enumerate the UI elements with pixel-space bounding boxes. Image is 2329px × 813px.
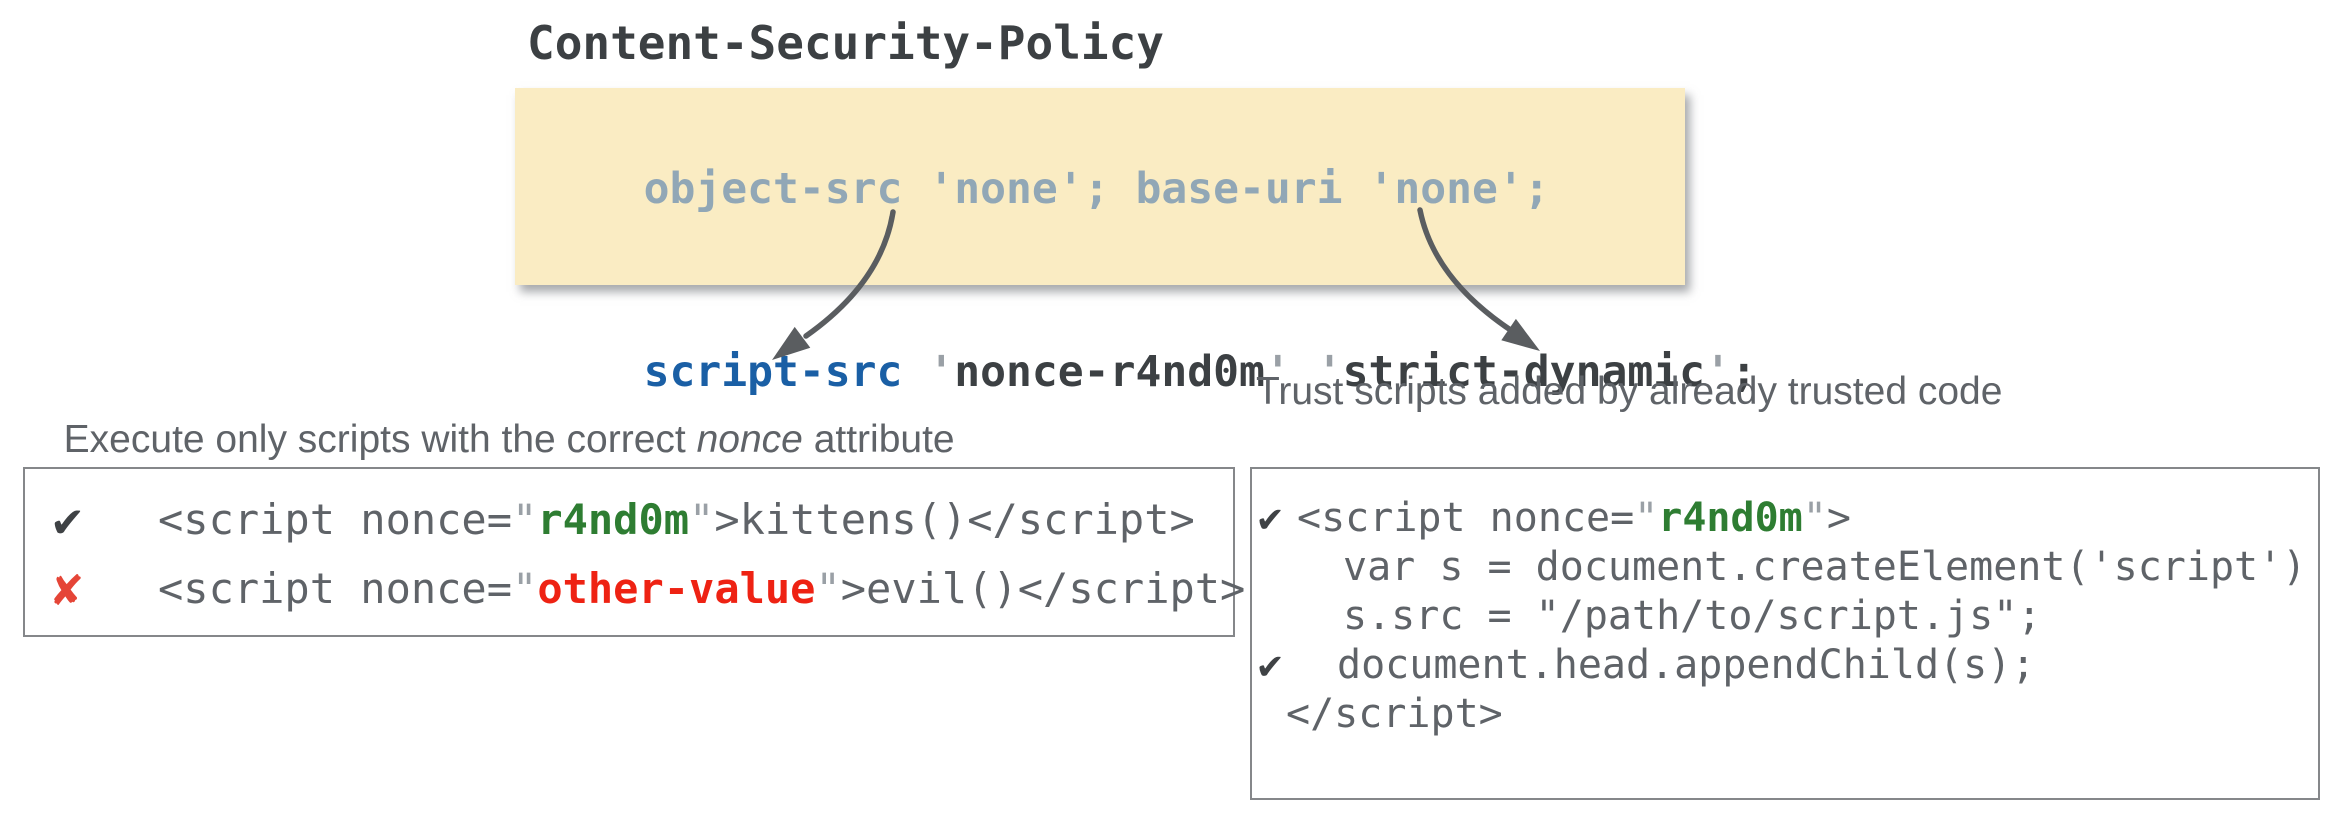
- policy-line-script-src: script-src 'nonce-r4nd0m' 'strict-dynami…: [540, 281, 1757, 464]
- quote-mark: ": [815, 564, 841, 613]
- code-text: s.src = "/path/to/script.js";: [1343, 592, 2042, 639]
- script-close-row: </script>: [1258, 689, 2318, 738]
- quote-mark: ": [689, 495, 715, 544]
- strict-dynamic-value: strict-dynamic: [1342, 347, 1706, 397]
- left-caption-pre: Execute only scripts with the correct: [63, 418, 697, 461]
- left-caption: Execute only scripts with the correct no…: [42, 368, 955, 464]
- quote-mark: ": [1802, 494, 1827, 541]
- muted-directives-text: object-src 'none'; base-uri 'none';: [643, 164, 1550, 214]
- semicolon: ;: [1730, 347, 1757, 397]
- quote-mark: ': [1705, 347, 1731, 397]
- check-icon: ✔: [1258, 494, 1283, 541]
- right-caption: Trust scripts added by already trusted c…: [1256, 370, 2003, 413]
- quote-marks: ' ': [1264, 347, 1343, 397]
- nonce-source-value: nonce-r4nd0m: [954, 347, 1265, 397]
- quote-mark: ': [928, 347, 955, 397]
- strict-dynamic-example-box: ✔<script nonce="r4nd0m"> var s = documen…: [1250, 467, 2320, 800]
- nonce-value-bad: other-value: [537, 564, 816, 613]
- code-text: <script nonce=: [158, 564, 513, 613]
- quote-mark: ": [512, 564, 538, 613]
- cross-icon: ✘: [53, 560, 82, 617]
- nonce-value-good: r4nd0m: [537, 495, 690, 544]
- nonce-example-box: ✔<script nonce="r4nd0m">kittens()</scrip…: [23, 467, 1245, 637]
- code-text: document.head.appendChild(s);: [1337, 641, 2036, 688]
- code-text: <script nonce=: [1297, 494, 1635, 541]
- code-text: </script>: [1286, 690, 1503, 737]
- code-text: >evil()</script>: [840, 564, 1246, 613]
- code-text: >: [1826, 494, 1851, 541]
- check-icon: ✔: [1258, 641, 1283, 688]
- append-child-row: ✔ document.head.appendChild(s);: [1258, 640, 2318, 689]
- code-text: >kittens()</script>: [714, 495, 1195, 544]
- quote-mark: ": [1634, 494, 1659, 541]
- code-text: var s = document.createElement('script'): [1343, 543, 2307, 590]
- quote-mark: ": [512, 495, 538, 544]
- allowed-script-row: ✔<script nonce="r4nd0m">kittens()</scrip…: [53, 485, 1233, 554]
- blocked-script-row: ✘<script nonce="other-value">evil()</scr…: [53, 554, 1245, 623]
- trusted-script-open-row: ✔<script nonce="r4nd0m">: [1258, 493, 2318, 542]
- create-element-row: var s = document.createElement('script'): [1258, 542, 2318, 591]
- left-caption-nonce-italic: nonce: [696, 418, 803, 461]
- left-caption-post: attribute: [802, 418, 955, 461]
- page-title: Content-Security-Policy: [527, 16, 1164, 70]
- nonce-value-good: r4nd0m: [1658, 494, 1803, 541]
- check-icon: ✔: [53, 491, 82, 548]
- src-assignment-row: s.src = "/path/to/script.js";: [1258, 591, 2318, 640]
- csp-policy-box: object-src 'none'; base-uri 'none'; scri…: [515, 88, 1757, 397]
- policy-line-object-src: object-src 'none'; base-uri 'none';: [540, 98, 1685, 281]
- code-text: <script nonce=: [158, 495, 513, 544]
